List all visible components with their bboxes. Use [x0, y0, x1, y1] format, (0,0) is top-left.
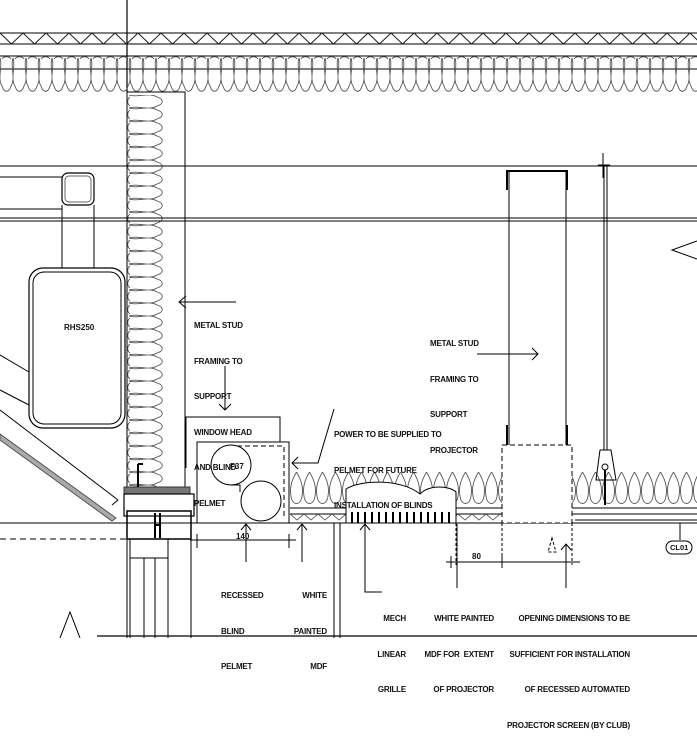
- shs-member: [61, 172, 95, 268]
- wall-insulation: [126, 91, 186, 493]
- callout-label: CL01: [670, 543, 689, 552]
- note-line: OPENING DIMENSIONS TO BE: [518, 614, 630, 623]
- note-grille: MECH LINEAR GRILLE: [370, 589, 406, 708]
- note-stud-projector: METAL STUD FRAMING TO SUPPORT PROJECTOR: [430, 314, 479, 468]
- note-opening: OPENING DIMENSIONS TO BE SUFFICIENT FOR …: [500, 589, 630, 743]
- note-line: WHITE PAINTED: [434, 614, 494, 623]
- sloped-members: [0, 354, 119, 522]
- rhs-member: [28, 267, 126, 429]
- note-line: BLIND: [221, 626, 245, 636]
- dimension-lines: [190, 534, 580, 568]
- note-line: INSTALLATION OF BLINDS: [334, 501, 433, 510]
- note-line: POWER TO BE SUPPLIED TO: [334, 430, 442, 439]
- note-power: POWER TO BE SUPPLIED TO PELMET FOR FUTUR…: [334, 405, 442, 524]
- note-line: WHITE: [302, 591, 327, 600]
- note-line: OF RECESSED AUTOMATED: [524, 685, 631, 694]
- note-line: MDF FOR EXTENT: [424, 649, 495, 659]
- note-line: GRILLE: [377, 685, 406, 694]
- note-mdf-projector: WHITE PAINTED MDF FOR EXTENT OF PROJECTO…: [420, 589, 495, 708]
- projector-framing: [455, 170, 573, 565]
- fixture-label: F37: [230, 462, 244, 471]
- note-line: PROJECTOR: [430, 445, 478, 455]
- beam-lines: [0, 165, 697, 222]
- section-drawing: [0, 0, 697, 638]
- rhs-label: RHS250: [64, 323, 95, 332]
- note-line: FRAMING TO: [194, 356, 243, 366]
- note-pelmet: RECESSED BLIND PELMET: [221, 566, 264, 685]
- note-line: PELMET FOR FUTURE: [334, 465, 417, 475]
- note-line: FRAMING TO: [430, 374, 479, 384]
- note-line: PROJECTOR SCREEN (BY CLUB): [507, 720, 630, 730]
- dimension-mdf-offset: 80: [472, 552, 481, 561]
- note-stud-window: METAL STUD FRAMING TO SUPPORT WINDOW HEA…: [194, 296, 252, 521]
- note-line: RECESSED: [221, 591, 264, 600]
- note-line: PAINTED: [293, 626, 327, 636]
- linear-grille: [333, 481, 457, 638]
- screen-hanger: [595, 153, 617, 505]
- window-frame: [123, 463, 195, 638]
- leader-lines: [178, 295, 681, 593]
- note-line: METAL STUD: [194, 321, 243, 330]
- note-white-mdf: WHITE PAINTED MDF: [286, 566, 327, 685]
- note-line: METAL STUD: [430, 339, 479, 348]
- callout-bubble: [665, 540, 693, 555]
- note-line: SUPPORT: [194, 392, 232, 401]
- note-line: AND BLIND: [194, 463, 237, 472]
- note-line: PELMET: [221, 662, 253, 671]
- note-line: WINDOW HEAD: [194, 427, 252, 437]
- bottom-marker: [59, 610, 81, 638]
- note-line: MECH: [383, 614, 406, 623]
- roof-insulation: [0, 55, 697, 95]
- blind-pelmet: [185, 416, 290, 524]
- note-line: LINEAR: [377, 649, 406, 659]
- note-line: SUFFICIENT FOR INSTALLATION: [509, 649, 630, 659]
- section-marker: [670, 240, 697, 260]
- dimension-pelmet-width: 140: [236, 532, 250, 541]
- roof-sheeting: [0, 32, 697, 45]
- note-line: MDF: [310, 662, 327, 671]
- note-line: OF PROJECTOR: [433, 685, 494, 694]
- note-line: SUPPORT: [430, 410, 468, 419]
- note-line: PELMET: [194, 498, 226, 508]
